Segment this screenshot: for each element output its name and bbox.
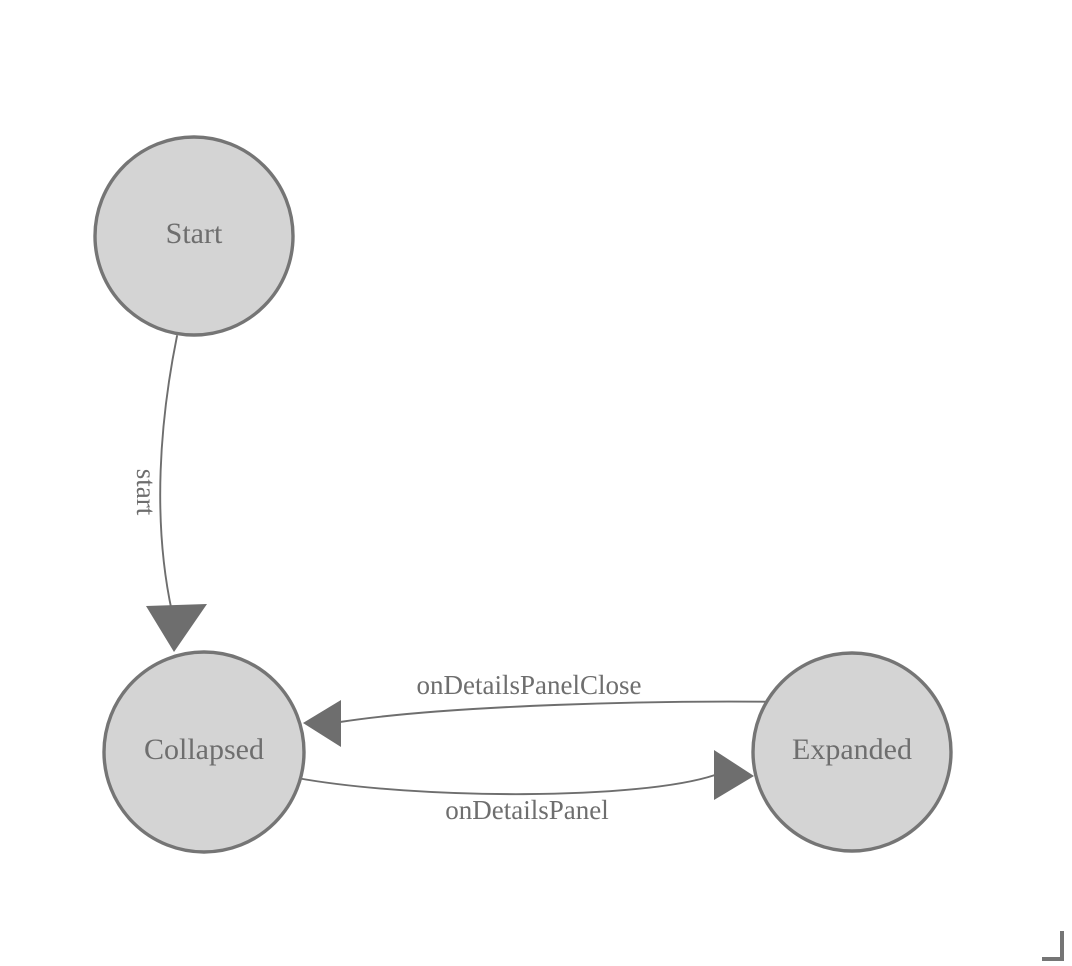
node-start[interactable]: Start xyxy=(93,135,295,337)
edge-expanded-to-collapsed[interactable] xyxy=(339,700,791,723)
arrowhead-into-expanded-icon xyxy=(714,750,754,800)
node-expanded-circle[interactable] xyxy=(751,651,953,853)
node-collapsed-circle[interactable] xyxy=(102,650,306,854)
edges-layer xyxy=(159,335,791,796)
node-collapsed[interactable]: Collapsed xyxy=(102,650,306,854)
node-start-label: Start xyxy=(166,217,223,250)
node-expanded[interactable]: Expanded xyxy=(751,651,953,853)
arrowhead-into-collapsed-left-icon xyxy=(303,700,341,747)
edge-label-on-details-panel-close: onDetailsPanelClose xyxy=(417,670,642,700)
edge-start-to-collapsed[interactable] xyxy=(159,335,178,613)
arrowheads-layer xyxy=(146,604,754,800)
node-expanded-label: Expanded xyxy=(792,733,912,766)
node-collapsed-label: Collapsed xyxy=(144,733,264,766)
edge-label-start: start xyxy=(131,469,161,516)
node-start-circle[interactable] xyxy=(93,135,295,337)
arrowhead-into-collapsed-icon xyxy=(146,604,207,652)
edge-label-on-details-panel: onDetailsPanel xyxy=(445,795,608,825)
edge-collapsed-to-expanded[interactable] xyxy=(296,774,716,796)
corner-resize-handle[interactable] xyxy=(1042,931,1064,961)
edge-labels-layer: start onDetailsPanelClose onDetailsPanel xyxy=(131,469,642,825)
nodes-layer: Start Collapsed Expanded xyxy=(93,135,953,854)
